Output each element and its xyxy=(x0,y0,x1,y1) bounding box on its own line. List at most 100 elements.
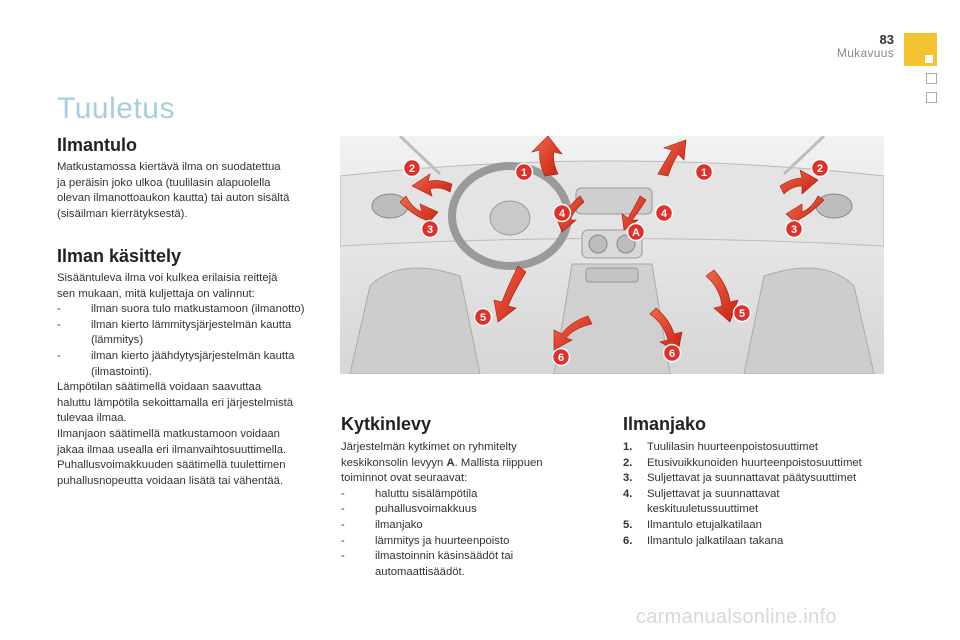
text-fragment: keskikonsolin levyyn xyxy=(341,456,447,469)
text-line: tulevaa ilmaa. xyxy=(57,412,127,425)
kytkinlevy-text: Järjestelmän kytkimet on ryhmitelty kesk… xyxy=(341,440,601,580)
ventilation-illustration: 1 1 2 2 3 3 4 4 5 5 6 6 A xyxy=(340,136,884,374)
text-line: keskituuletussuuttimet xyxy=(647,503,759,516)
list-item: 3. Suljettavat ja suunnattavat päätysuut… xyxy=(623,471,903,487)
list-dash: - xyxy=(57,303,61,316)
list-number: 3. xyxy=(623,472,633,485)
list-dash: - xyxy=(341,518,345,531)
text-line: haluttu sisälämpötila xyxy=(375,487,478,500)
air-flow-arrow xyxy=(531,136,563,177)
list-dash: - xyxy=(341,503,345,516)
kasittely-text: Sisääntuleva ilma voi kulkea erilaisia r… xyxy=(57,271,332,489)
chapter-tab-square xyxy=(925,55,933,63)
text-line: haluttu lämpötila sekoittamalla eri järj… xyxy=(57,396,294,409)
text-line: ilman suora tulo matkustamoon (ilmanotto… xyxy=(91,303,305,316)
text-line: sen mukaan, mitä kuljettaja on valinnut: xyxy=(57,287,255,300)
text-line: Lämpötilan säätimellä voidaan saavuttaa xyxy=(57,381,262,394)
marker-3-left: 3 xyxy=(420,219,440,239)
list-item: 1. Tuulilasin huurteenpoistosuuttimet xyxy=(623,440,903,456)
text-line: (ilmastointi). xyxy=(91,365,152,378)
marker-label: 4 xyxy=(559,208,566,220)
list-dash: - xyxy=(341,487,345,500)
list-item: - ilman suora tulo matkustamoon (ilmanot… xyxy=(57,302,332,318)
panel-label-a: A xyxy=(446,456,455,469)
marker-2-right: 2 xyxy=(810,158,830,178)
list-number: 1. xyxy=(623,441,633,453)
marker-label: 1 xyxy=(521,167,527,179)
list-dash: - xyxy=(57,318,61,331)
text-line: jakaa ilmaa usealla eri ilmanvaihtosuutt… xyxy=(57,443,287,456)
marker-label: 3 xyxy=(427,224,433,236)
text-fragment: . Mallista riippuen xyxy=(454,456,543,469)
chapter-tab-outline xyxy=(926,92,937,103)
air-flow-arrow xyxy=(493,265,527,323)
marker-6-left: 6 xyxy=(551,347,571,367)
section-heading-kasittely: Ilman käsittely xyxy=(57,246,182,266)
right-side-vent xyxy=(815,193,853,219)
marker-5-right: 5 xyxy=(732,303,752,323)
list-item: - haluttu sisälämpötila xyxy=(341,487,601,503)
air-flow-arrow xyxy=(411,173,453,197)
list-number: 2. xyxy=(623,456,633,469)
text-line: Matkustamossa kiertävä ilma on suodatett… xyxy=(57,161,281,173)
marker-4-left: 4 xyxy=(552,203,572,223)
text-line: ilman kierto jäähdytysjärjestelmän kautt… xyxy=(91,349,295,362)
text-line: automaattisäädöt. xyxy=(375,565,465,578)
marker-1-right: 1 xyxy=(694,162,714,182)
marker-label: A xyxy=(632,227,640,239)
ilmanjako-list: 1. Tuulilasin huurteenpoistosuuttimet 2.… xyxy=(623,440,903,549)
marker-label: 1 xyxy=(701,167,707,179)
list-item: - ilmanjako xyxy=(341,518,601,534)
text-line: toiminnot ovat seuraavat: xyxy=(341,472,468,485)
marker-a: A xyxy=(626,222,646,242)
marker-6-right: 6 xyxy=(662,343,682,363)
marker-label: 2 xyxy=(409,163,415,175)
marker-label: 4 xyxy=(661,208,668,220)
text-line: ilmanjako xyxy=(375,518,423,531)
control-knob xyxy=(588,234,608,254)
text-line: puhallusvoimakkuus xyxy=(375,503,477,516)
list-item: - lämmitys ja huurteenpoisto xyxy=(341,534,601,550)
text-line: Suljettavat ja suunnattavat päätysuuttim… xyxy=(647,472,857,485)
marker-label: 5 xyxy=(480,312,486,324)
list-item: - ilmastoinnin käsinsäädöt tai automaatt… xyxy=(341,549,601,580)
text-line: puhallusnopeutta voidaan lisätä tai vähe… xyxy=(57,474,284,487)
text-line: ja peräisin joko ulkoa (tuulilasin alapu… xyxy=(57,176,271,189)
chapter-label: Mukavuus xyxy=(836,46,894,60)
text-line: Puhallusvoimakkuuden säätimellä tuuletti… xyxy=(57,459,286,472)
ilmantulo-text: Matkustamossa kiertävä ilma on suodatett… xyxy=(57,160,332,222)
text-line: Tuulilasin huurteenpoistosuuttimet xyxy=(647,441,819,453)
list-item: 2. Etusivuikkunoiden huurteenpoistosuutt… xyxy=(623,456,903,472)
marker-label: 6 xyxy=(558,352,564,364)
chapter-tab-outline xyxy=(926,73,937,84)
section-heading-ilmanjako: Ilmanjako xyxy=(623,414,707,434)
page-title: Tuuletus xyxy=(57,92,175,125)
chapter-tab-active xyxy=(904,33,937,66)
list-dash: - xyxy=(57,349,61,362)
text-line: Ilmantulo jalkatilaan takana xyxy=(647,534,784,547)
marker-label: 3 xyxy=(791,224,797,236)
marker-1-left: 1 xyxy=(514,162,534,182)
text-line: keskikonsolin levyyn A. Mallista riippue… xyxy=(341,456,601,472)
marker-4-right: 4 xyxy=(654,203,674,223)
text-line: olevan ilmanottoaukon kautta) tai auton … xyxy=(57,192,290,205)
text-line: Ilmanjaon säätimellä matkustamoon voidaa… xyxy=(57,427,280,440)
list-item: 4. Suljettavat ja suunnattavat keskituul… xyxy=(623,487,903,518)
marker-2-left: 2 xyxy=(402,158,422,178)
right-seat xyxy=(743,267,875,374)
list-number: 6. xyxy=(623,534,633,547)
marker-label: 5 xyxy=(739,308,745,320)
text-line: lämmitys ja huurteenpoisto xyxy=(375,534,510,547)
marker-label: 2 xyxy=(817,163,823,175)
list-dash: - xyxy=(341,550,345,563)
air-flow-arrow xyxy=(657,139,687,177)
windshield-pillars xyxy=(398,136,826,176)
section-heading-kytkinlevy: Kytkinlevy xyxy=(341,414,432,434)
list-item: 6. Ilmantulo jalkatilaan takana xyxy=(623,534,903,550)
list-item: - puhallusvoimakkuus xyxy=(341,502,601,518)
air-flow-arrow xyxy=(553,315,593,351)
list-item: - ilman kierto jäähdytysjärjestelmän kau… xyxy=(57,349,332,380)
text-line: ilman kierto lämmitysjärjestelmän kautta xyxy=(91,318,292,331)
list-number: 5. xyxy=(623,518,633,531)
section-heading-ilmantulo: Ilmantulo xyxy=(57,135,137,155)
